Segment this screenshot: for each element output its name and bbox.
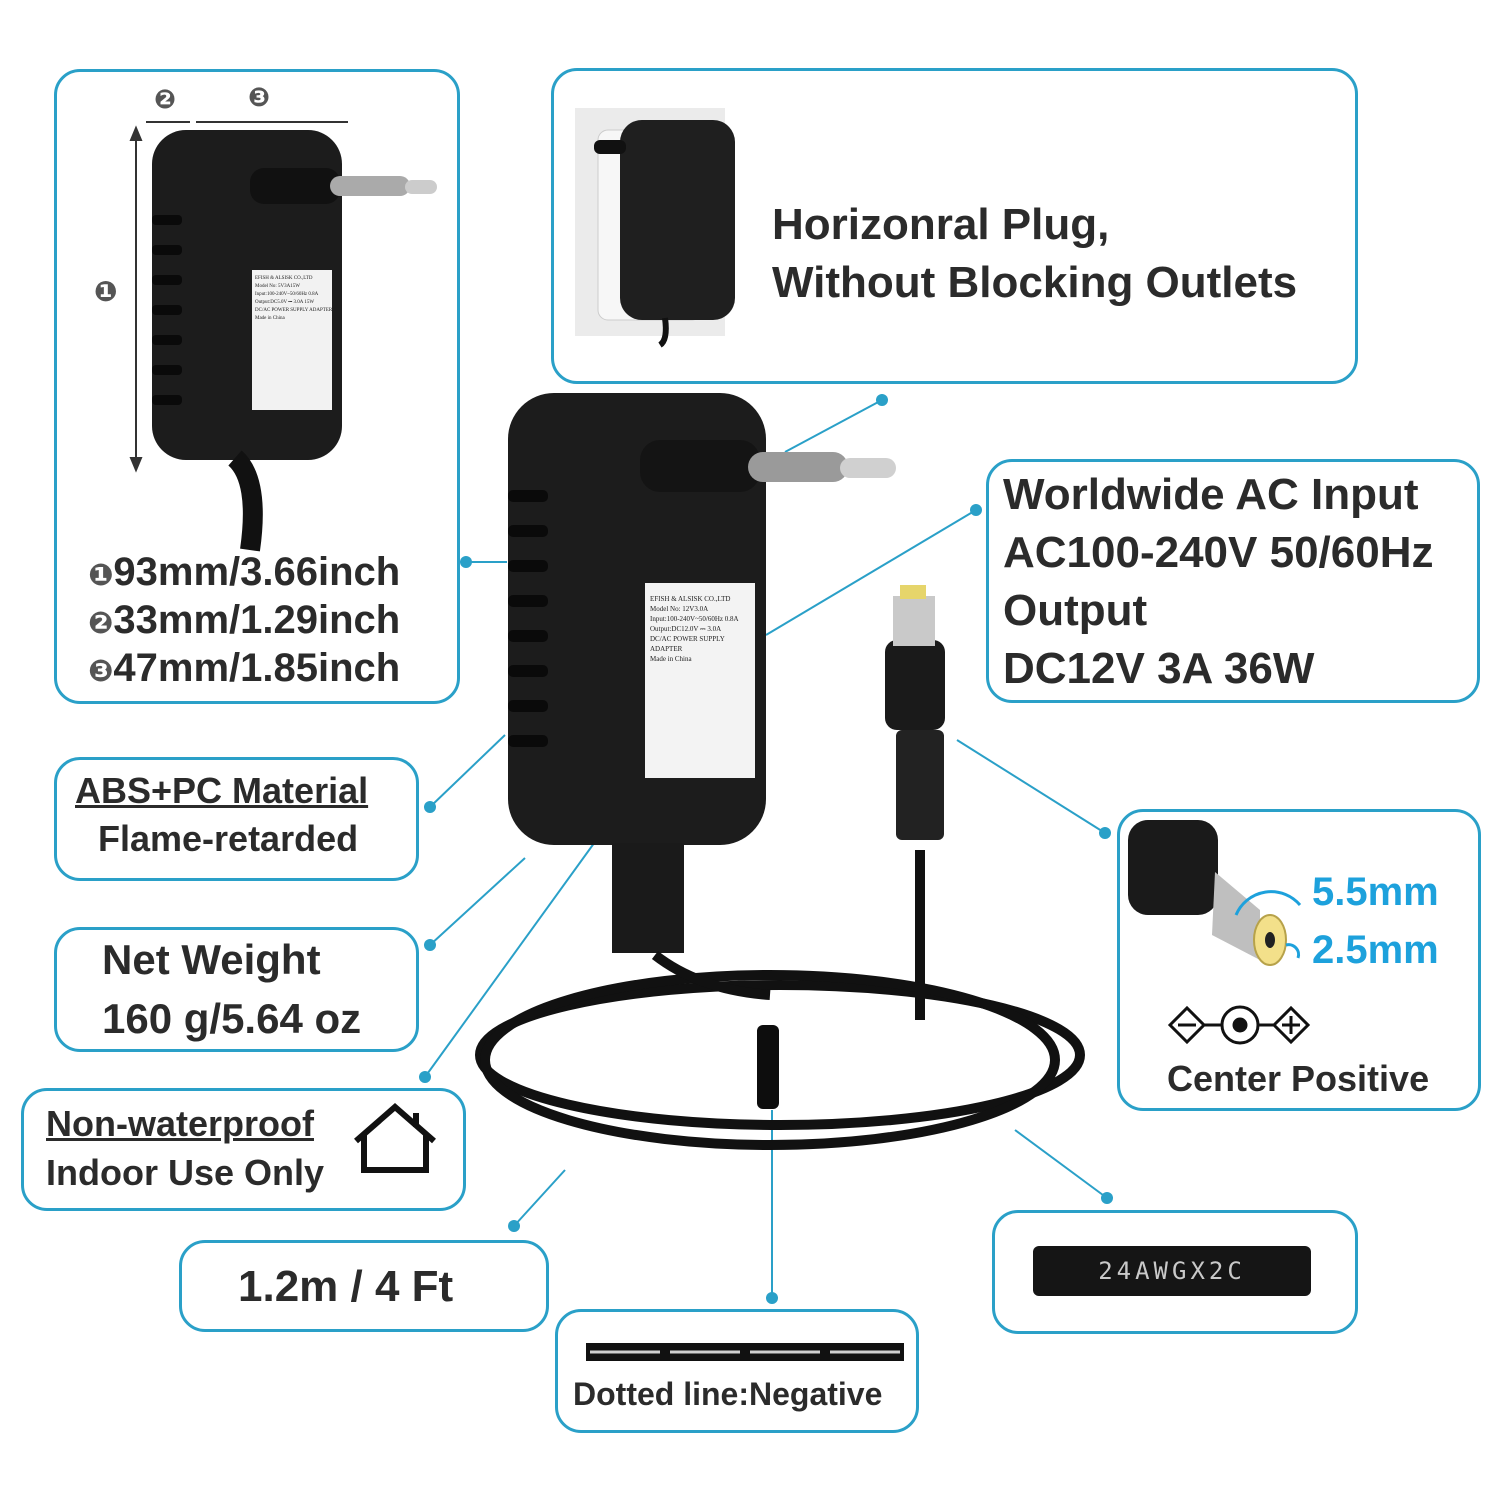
weight-line1: Net Weight — [102, 936, 321, 983]
main-adapter-image — [508, 393, 896, 953]
wire-label: 24AWGX2C — [1098, 1257, 1246, 1285]
adapter-input: Input:100-240V~50/60Hz 0.8A — [650, 615, 739, 623]
cable-coil-image — [475, 850, 1085, 1150]
input-line2: AC100-240V 50/60Hz — [1003, 528, 1434, 577]
adapter-model: Model No: 12V3.0A — [650, 605, 709, 613]
adapter-output: Output:DC12.0V ⎓ 3.0A — [650, 625, 722, 633]
dimension-height: 93mm/3.66inch — [113, 550, 401, 594]
dimension-width: 47mm/1.85inch — [113, 646, 401, 690]
adapter-type: DC/AC POWER SUPPLY ADAPTER — [650, 635, 725, 653]
small-adapter-type: DC/AC POWER SUPPLY ADAPTER — [255, 308, 333, 313]
marker-3: ❸ — [88, 655, 114, 688]
waterproof-line1: Non-waterproof — [46, 1103, 314, 1144]
wire-sample: 24AWGX2C — [1033, 1246, 1311, 1296]
material-line2: Flame-retarded — [98, 818, 359, 859]
polarity-label: Center Positive — [1167, 1058, 1430, 1099]
material-box — [54, 757, 419, 881]
input-box — [986, 459, 1480, 703]
cable-length: 1.2m / 4 Ft — [238, 1262, 454, 1311]
weight-box — [54, 927, 419, 1052]
dimension-list: ❶93mm/3.66inch ❷33mm/1.29inch ❸47mm/1.85… — [88, 550, 400, 694]
small-adapter-image — [152, 130, 437, 552]
polarity-symbol — [1167, 1005, 1311, 1045]
house-icon — [354, 1103, 436, 1173]
small-adapter-model: Model No: 5V3A15W — [255, 284, 300, 289]
plug-line2: Without Blocking Outlets — [772, 258, 1298, 307]
adapter-brand: EFISH & ALSISK CO.,LTD — [650, 595, 731, 603]
plug-in-outlet-image — [575, 108, 735, 348]
connector-detail-image — [1128, 820, 1302, 966]
material-line1: ABS+PC Material — [75, 770, 369, 811]
marker-3-label: ❸ — [248, 82, 271, 112]
small-adapter-output: Output:DC5.0V ⎓ 3.0A 15W — [255, 300, 315, 305]
weight-line2: 160 g/5.64 oz — [102, 995, 362, 1042]
waterproof-line2: Indoor Use Only — [46, 1152, 325, 1193]
adapter-label: EFISH & ALSISK CO.,LTD Model No: 12V3.0A… — [650, 594, 754, 664]
dimension-height-row: ❶93mm/3.66inch — [88, 550, 400, 598]
small-adapter-made: Made in China — [255, 316, 285, 321]
small-adapter-brand: EFISH & ALSISK CO.,LTD — [255, 276, 313, 281]
input-line1: Worldwide AC Input — [1003, 470, 1419, 519]
dotted-box — [555, 1309, 919, 1433]
marker-2-label: ❷ — [154, 84, 177, 114]
marker-2: ❷ — [88, 607, 114, 640]
input-line3: Output — [1003, 586, 1148, 635]
marker-1: ❶ — [88, 559, 114, 592]
marker-1-label: ❶ — [94, 276, 118, 307]
connector-outer: 5.5mm — [1312, 870, 1439, 914]
dimension-depth: 33mm/1.29inch — [113, 598, 401, 642]
dc-plug-image — [885, 585, 945, 840]
dotted-line-label: Dotted line:Negative — [573, 1376, 883, 1412]
input-line4: DC12V 3A 36W — [1003, 644, 1315, 693]
plug-line1: Horizonral Plug, — [772, 200, 1110, 249]
small-adapter-label: EFISH & ALSISK CO.,LTD Model No: 5V3A15W… — [255, 275, 333, 323]
adapter-made: Made in China — [650, 655, 692, 663]
small-adapter-input: Input:100-240V~50/60Hz 0.8A — [255, 292, 319, 297]
dimension-width-row: ❸47mm/1.85inch — [88, 646, 400, 694]
dimension-depth-row: ❷33mm/1.29inch — [88, 598, 400, 646]
length-box — [179, 1240, 549, 1332]
connector-inner: 2.5mm — [1312, 928, 1439, 972]
